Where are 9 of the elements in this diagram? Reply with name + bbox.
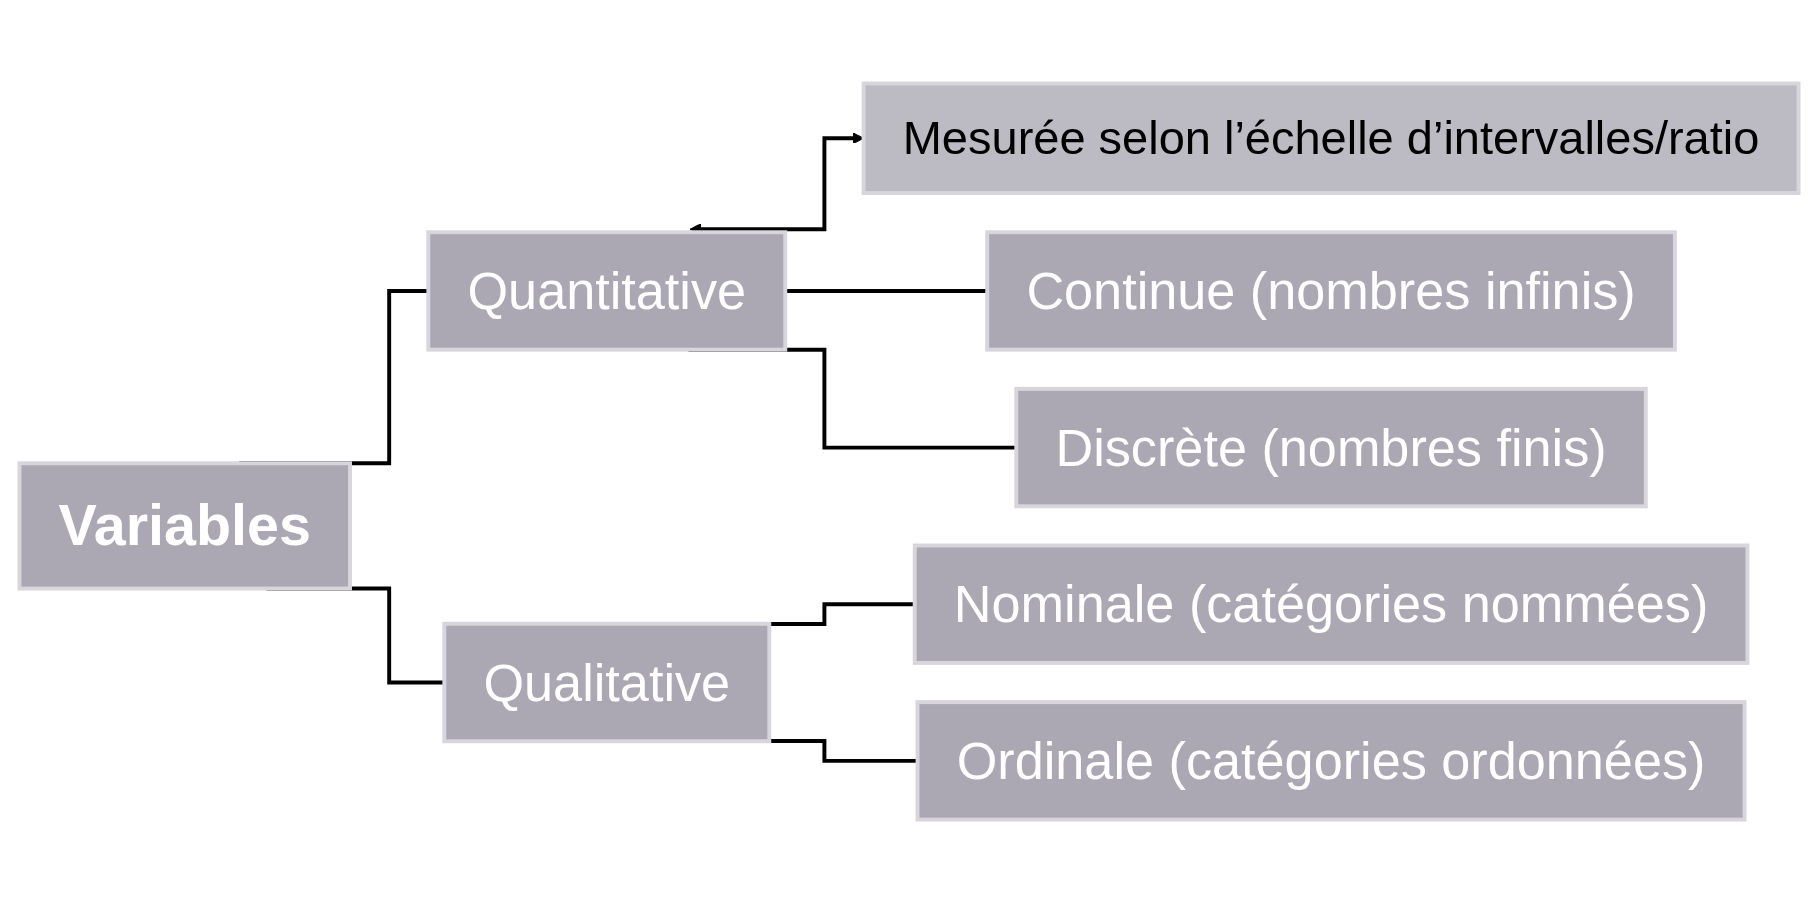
node-box <box>915 700 1747 822</box>
node-box <box>861 81 1801 196</box>
tree-diagram: Mesurée selon l’échelle d’intervalles/ratio Variables Quantitative Qualitative Continue (nombres infinis) Discrète (nombres finis) Nominale (catégories nommées) Ordinale (catégories ordonnées) <box>9 73 1809 831</box>
node-box <box>1014 387 1648 509</box>
node-box <box>912 544 1750 666</box>
node-box <box>985 230 1677 353</box>
node-box <box>426 230 788 353</box>
node-box <box>442 622 772 744</box>
node-box <box>17 461 352 591</box>
